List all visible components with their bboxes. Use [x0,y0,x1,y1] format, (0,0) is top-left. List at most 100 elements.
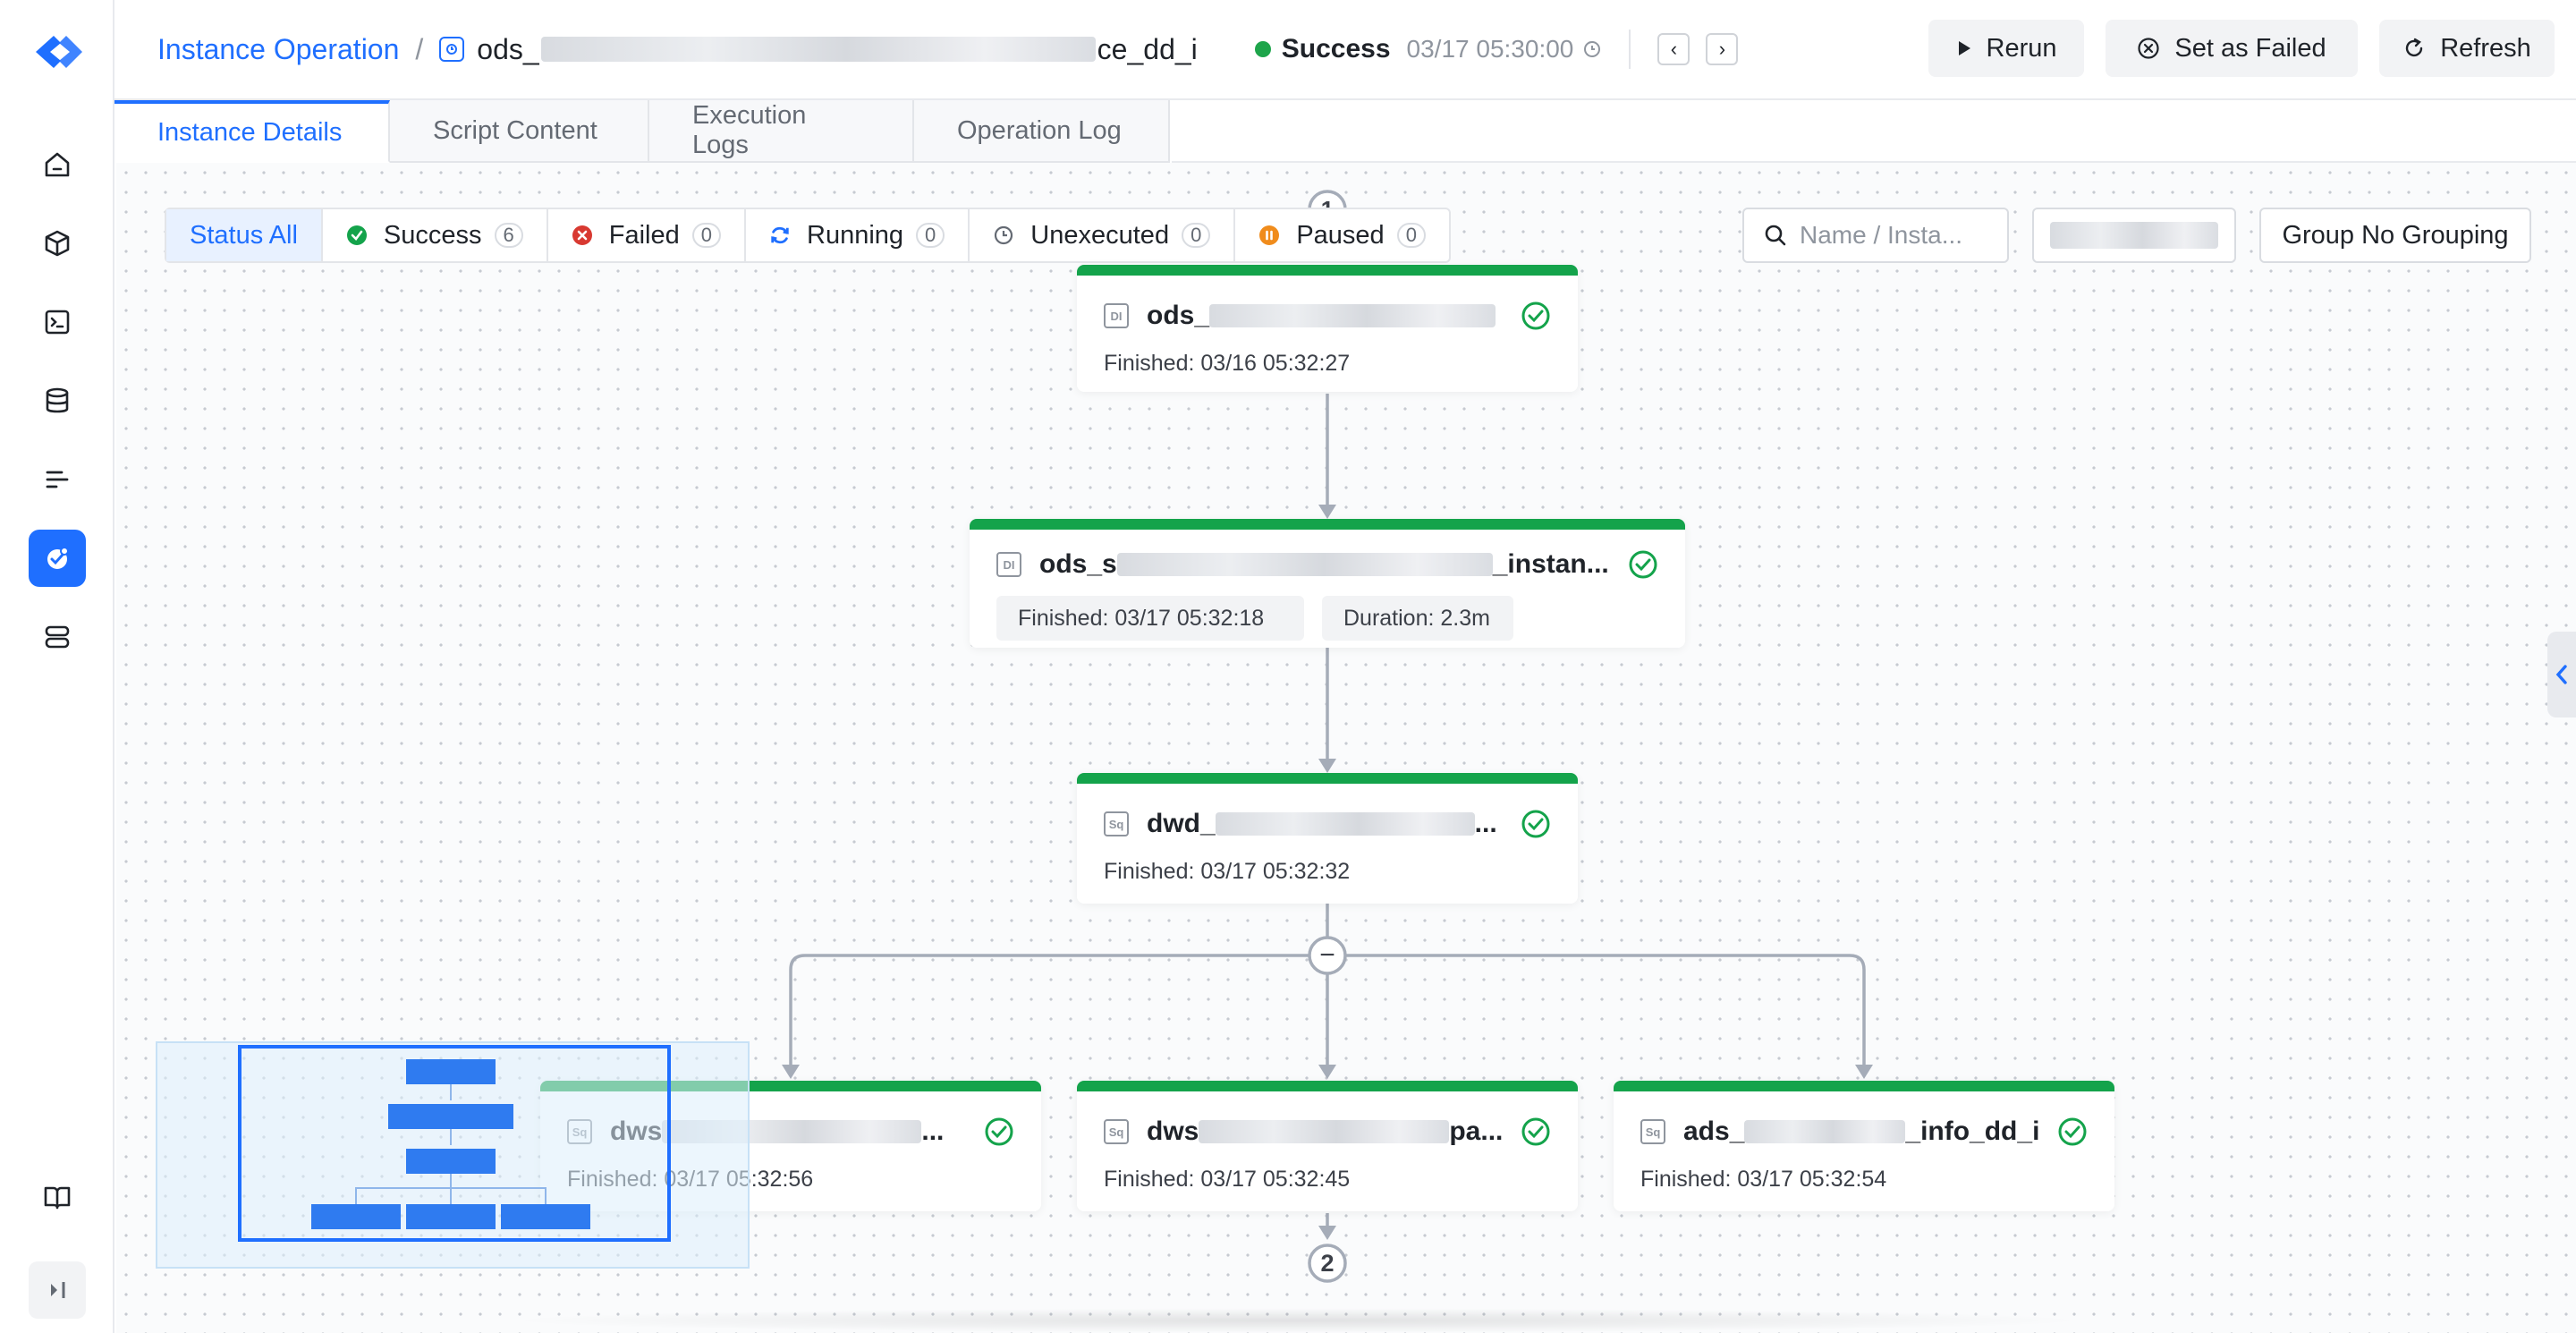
node-finished-time: Finished: 03/17 05:32:18 [996,596,1304,641]
nav-home-icon[interactable] [29,136,86,193]
nav-cube-icon[interactable] [29,215,86,272]
refresh-label: Refresh [2440,33,2531,63]
task-type-icon [439,37,465,62]
node-name-prefix: dws [1147,1116,1199,1146]
tab-instance-details[interactable]: Instance Details [114,100,390,163]
status-filter-bar: Status All Success 6 Failed 0 Running 0 … [165,208,1451,263]
minimap-node [388,1104,513,1129]
dag-node[interactable]: Sq dwd_... Finished: 03/17 05:32:32 [1077,773,1578,904]
status-dot-icon [1254,41,1271,57]
refresh-icon [2406,38,2423,57]
filter-success[interactable]: Success 6 [323,209,548,261]
minimap-node [406,1204,496,1229]
dag-node[interactable]: Sq ads__info_dd_i Finished: 03/17 05:32:… [1614,1081,2114,1211]
breadcrumb-instance-operation[interactable]: Instance Operation [157,32,400,65]
set-as-failed-button[interactable]: Set as Failed [2106,20,2358,77]
close-circle-icon [2138,38,2159,59]
filter-label: Paused [1296,220,1385,250]
nav-book-icon[interactable] [29,1168,86,1226]
status-time: 03/17 05:30:00 [1406,35,1574,63]
filter-label: Unexecuted [1030,220,1170,250]
success-check-icon [1521,1117,1550,1146]
node-name-prefix: ods_s [1039,549,1117,579]
filter-label: Running [807,220,904,250]
instance-status: Success 03/17 05:30:00 [1254,34,1603,64]
search-placeholder: Name / Insta... [1800,221,1963,249]
success-check-icon [1629,550,1657,579]
downstream-count-badge[interactable]: 2 [1320,1250,1335,1277]
failed-icon [572,225,593,246]
paused-icon [1258,225,1280,246]
node-meta: Finished: 03/17 05:32:18 Duration: 2.3m [996,596,1685,641]
prev-instance-button[interactable]: ‹ [1657,33,1690,65]
next-instance-button[interactable]: › [1706,33,1739,65]
minimap-node [311,1204,401,1229]
detail-tabs: Instance Details Script Content Executio… [114,100,1170,163]
filter-unexecuted[interactable]: Unexecuted 0 [970,209,1236,261]
node-name: ods_ [1147,301,1496,331]
collapse-sidebar-icon[interactable] [29,1261,86,1319]
node-finished-time: Finished: 03/17 05:32:32 [1104,859,1351,884]
minimap-node [406,1149,496,1174]
search-input[interactable]: Name / Insta... [1742,208,2009,263]
node-header: DI ods_ [1104,301,1578,331]
nav-terminal-icon[interactable] [29,293,86,351]
tab-execution-logs[interactable]: Execution Logs [649,100,914,163]
redacted-text [1116,553,1493,576]
rerun-button[interactable]: Rerun [1928,20,2084,77]
task-name: ods_ ce_dd_i [477,33,1197,66]
node-name-prefix: ads_ [1683,1116,1745,1146]
minimap-node [406,1059,496,1084]
tab-operation-log[interactable]: Operation Log [914,100,1170,163]
node-header: Sq ads_ _info_dd_i [1640,1116,2114,1147]
dag-node[interactable]: DI ods_ Finished: 03/16 05:32:27 [1077,265,1578,392]
success-icon [346,225,368,246]
tab-script-content[interactable]: Script Content [390,100,649,163]
status-badge: Success [1281,34,1391,64]
set-as-failed-label: Set as Failed [2174,33,2326,63]
nav-server-icon[interactable] [29,608,86,666]
refresh-button[interactable]: Refresh [2379,20,2555,77]
sql-task-icon: Sq [1640,1119,1665,1144]
filter-select[interactable] [2032,208,2236,263]
dag-node[interactable]: DI ods_s_instan... Finished: 03/17 05:32… [970,519,1685,648]
di-task-icon: DI [996,552,1021,577]
tab-underline [1172,161,2576,163]
nav-ops-icon[interactable] [29,530,86,587]
node-duration: Duration: 2.3m [1322,596,1513,641]
search-icon [1765,225,1786,246]
expand-panel-handle[interactable] [2547,632,2576,717]
success-check-icon [985,1117,1013,1146]
node-name: dwd_... [1147,809,1497,839]
filter-failed[interactable]: Failed 0 [548,209,747,261]
filter-count: 0 [916,223,945,248]
page-header: Instance Operation / ods_ ce_dd_i Succes… [114,0,2576,100]
sql-task-icon: Sq [1104,811,1129,836]
filter-paused[interactable]: Paused 0 [1235,209,1449,261]
filter-label: Success [383,220,482,250]
minimap[interactable] [156,1041,750,1269]
success-check-icon [1521,810,1550,838]
node-name-suffix: _info_dd_i [1905,1116,2040,1146]
brand-logo-icon[interactable] [30,32,84,72]
filter-running[interactable]: Running 0 [746,209,970,261]
filter-count: 0 [1182,223,1211,248]
collapse-branch-button[interactable]: − [1319,940,1335,970]
minimap-viewport[interactable] [238,1045,671,1242]
redacted-text [1744,1120,1906,1143]
clock-icon [993,225,1014,246]
nav-database-icon[interactable] [29,372,86,429]
task-name-prefix: ods_ [477,32,539,65]
success-check-icon [1521,301,1550,330]
filter-label: Status All [190,220,298,250]
task-name-suffix: ce_dd_i [1097,32,1198,65]
rerun-label: Rerun [1986,33,2057,63]
filter-status-all[interactable]: Status All [166,209,323,261]
nav-list-icon[interactable] [29,451,86,508]
node-finished-time: Finished: 03/17 05:32:45 [1104,1167,1351,1192]
node-name-prefix: ods_ [1147,301,1210,330]
group-select[interactable]: Group No Grouping [2259,208,2531,263]
